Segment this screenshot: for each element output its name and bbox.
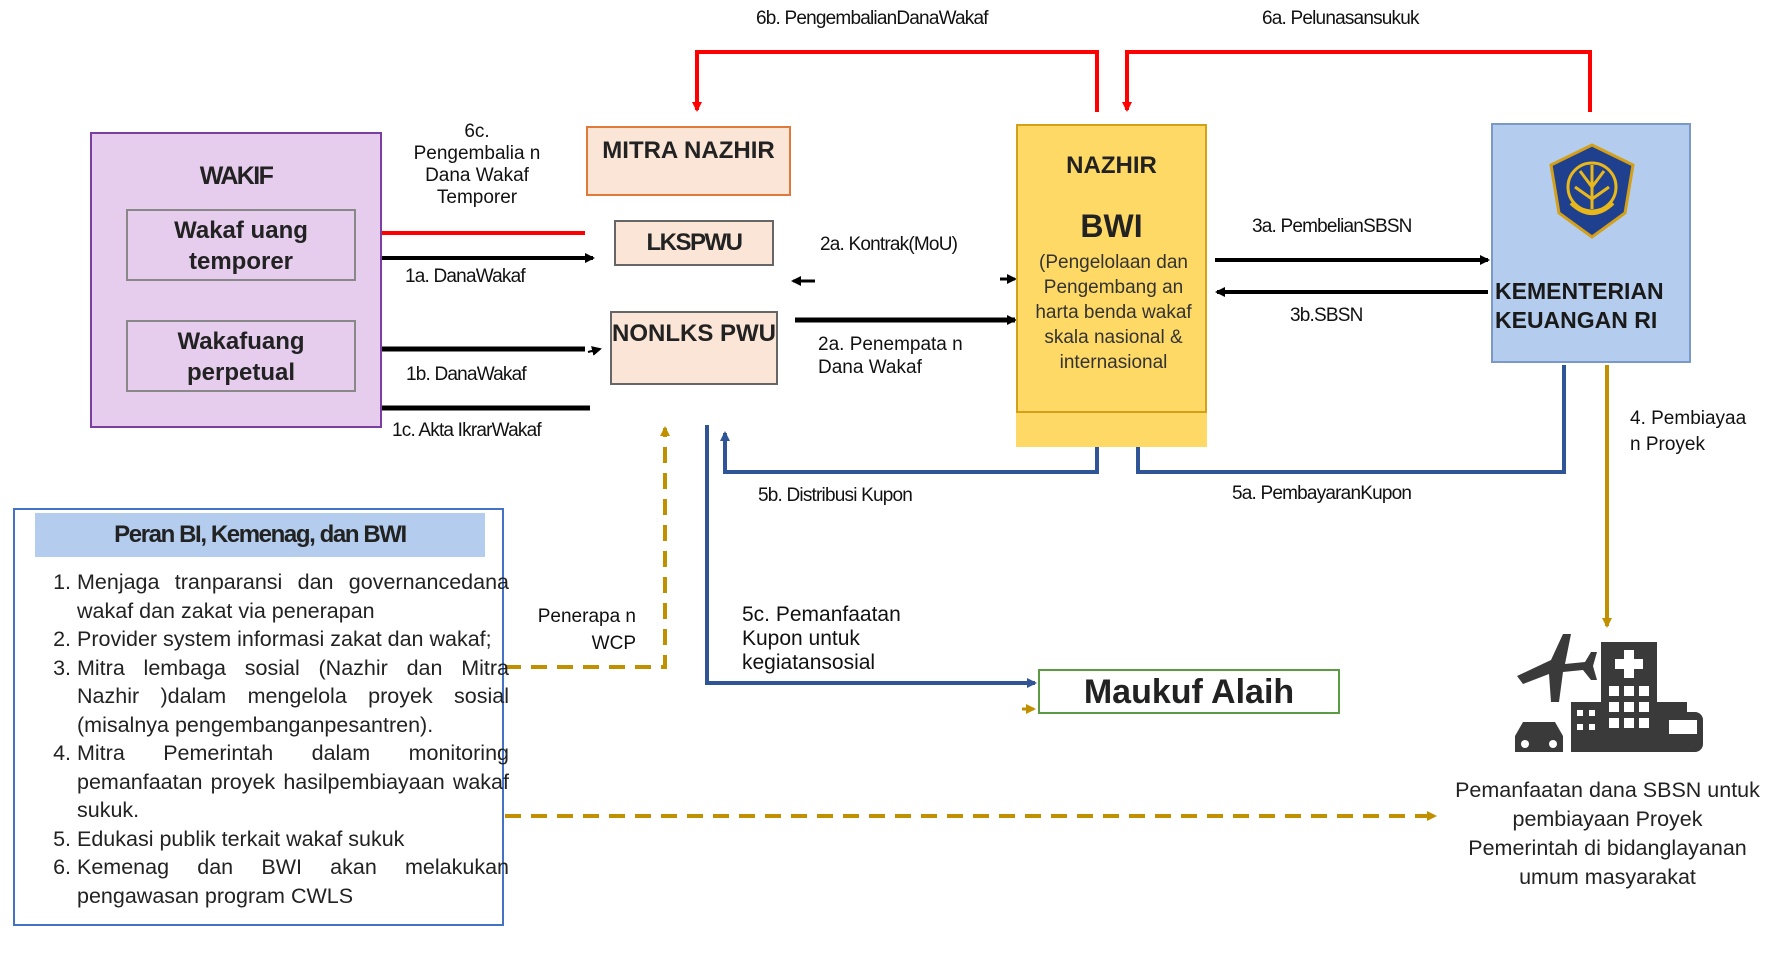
label-2a-penempatan: 2a. Penempata n Dana Wakaf bbox=[818, 334, 963, 378]
bwi-title: BWI bbox=[1080, 208, 1143, 244]
nazhir-box: NAZHIR BWI (Pengelolaan dan Pengembang a… bbox=[1016, 124, 1207, 413]
wakaf-uang-perpetual-box: Wakafuang perpetual bbox=[126, 320, 356, 392]
list-item: Provider system informasi zakat dan waka… bbox=[77, 625, 509, 654]
label-6a: 6a. Pelunasansukuk bbox=[1262, 8, 1420, 29]
list-item: Mitra lembaga sosial (Nazhir dan Mitra N… bbox=[77, 654, 509, 740]
nonlks-pwu-box: NONLKS PWU bbox=[610, 311, 778, 385]
kemenkeu-emblem-icon bbox=[1549, 143, 1635, 239]
list-item: Kemenag dan BWI akan melakukan pengawasa… bbox=[77, 853, 509, 910]
label-3b: 3b.SBSN bbox=[1290, 305, 1363, 326]
list-item: Mitra Pemerintah dalam monitoring pemanf… bbox=[77, 739, 509, 825]
peran-box: Peran BI, Kemenag, dan BWI Menjaga tranp… bbox=[13, 508, 509, 926]
peran-list: Menjaga tranparansi dan governancedana w… bbox=[15, 568, 509, 910]
mitra-nazhir-box: MITRA NAZHIR bbox=[586, 126, 791, 196]
lkspwu-box: LKSPWU bbox=[614, 220, 774, 266]
label-5c: 5c. Pemanfaatan Kupon untuk kegiatansosi… bbox=[742, 603, 901, 674]
airplane-hospital-transport-icon bbox=[1511, 630, 1707, 760]
bwi-description: (Pengelolaan dan Pengembang an harta ben… bbox=[1035, 252, 1192, 373]
label-6c: 6c. Pengembalia n Dana Wakaf Temporer bbox=[413, 121, 541, 208]
wakaf-uang-temporer-box: Wakaf uang temporer bbox=[126, 209, 356, 281]
label-2a-kontrak: 2a. Kontrak(MoU) bbox=[820, 234, 958, 255]
label-1c: 1c. Akta IkrarWakaf bbox=[392, 420, 542, 441]
label-5b: 5b. Distribusi Kupon bbox=[758, 485, 913, 506]
wakif-title: WAKIF bbox=[199, 162, 274, 190]
label-6b: 6b. PengembalianDanaWakaf bbox=[756, 8, 989, 29]
arrow-5c bbox=[705, 425, 1037, 688]
label-3a: 3a. PembelianSBSN bbox=[1252, 216, 1412, 237]
label-1a: 1a. DanaWakaf bbox=[405, 266, 526, 287]
label-4: 4. Pembiayaa n Proyek bbox=[1630, 408, 1747, 455]
kemenkeu-box: KEMENTERIAN KEUANGAN RI bbox=[1491, 123, 1691, 363]
list-item: Menjaga tranparansi dan governancedana w… bbox=[77, 568, 509, 625]
label-1b: 1b. DanaWakaf bbox=[406, 364, 527, 385]
project-caption: Pemanfaatan dana SBSN untuk pembiayaan P… bbox=[1455, 778, 1760, 889]
maukuf-alaih-box: Maukuf Alaih bbox=[1038, 669, 1340, 714]
arrow-6b bbox=[692, 50, 1099, 112]
kemenkeu-title: KEMENTERIAN KEUANGAN RI bbox=[1495, 278, 1664, 333]
label-5a: 5a. PembayaranKupon bbox=[1232, 483, 1412, 504]
peran-title: Peran BI, Kemenag, dan BWI bbox=[35, 513, 485, 557]
wakif-box: WAKIF Wakaf uang temporer Wakafuang perp… bbox=[90, 132, 382, 428]
list-item: Edukasi publik terkait wakaf sukuk bbox=[77, 825, 509, 854]
arrow-wcp bbox=[505, 426, 670, 669]
arrow-1b-tail bbox=[587, 346, 602, 356]
label-wcp: Penerapa n WCP bbox=[537, 606, 636, 654]
nazhir-title: NAZHIR bbox=[1066, 152, 1157, 179]
arrow-6a bbox=[1122, 50, 1592, 112]
